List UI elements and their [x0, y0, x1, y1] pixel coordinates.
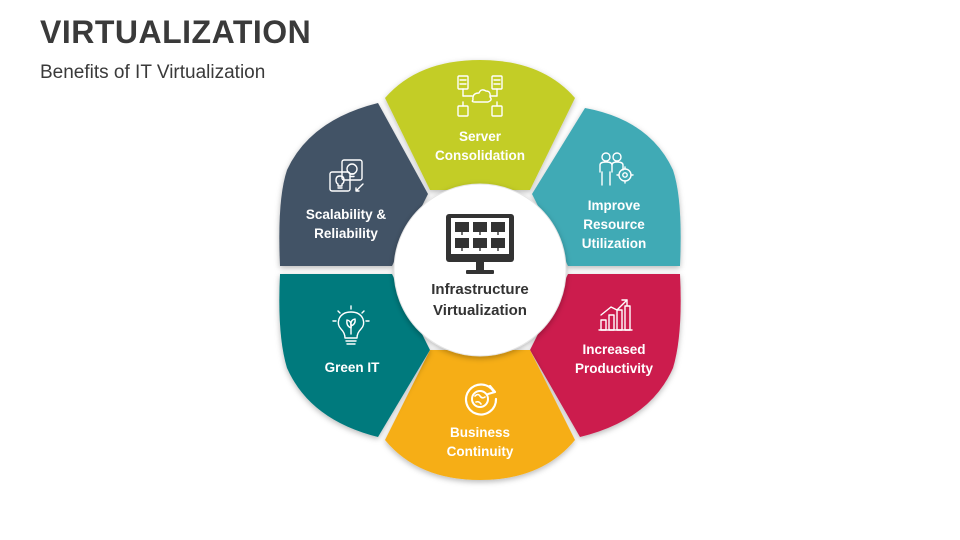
page-subtitle: Benefits of IT Virtualization — [40, 62, 266, 83]
segment-scalability-reliability — [279, 103, 428, 266]
monitor-grid-icon — [446, 214, 514, 274]
segment-label-improve-resource-utilization-line2: Resource — [583, 217, 645, 232]
segment-label-scalability-reliability-line1: Scalability & — [306, 207, 387, 222]
segment-increased-productivity — [530, 274, 681, 437]
segment-label-increased-productivity-line2: Productivity — [575, 361, 654, 376]
page-title: VIRTUALIZATION — [40, 14, 312, 50]
server-cloud-icon — [457, 75, 503, 117]
center-label-line1: Infrastructure — [431, 281, 529, 298]
globe-refresh-icon — [464, 383, 498, 416]
growth-chart-icon — [598, 299, 633, 331]
team-gear-icon — [599, 152, 634, 186]
segment-label-server-consolidation-line1: Server — [459, 129, 502, 144]
segment-label-scalability-reliability-line2: Reliability — [314, 226, 378, 241]
segment-label-green-it-line1: Green IT — [325, 360, 381, 375]
segment-green-it — [279, 274, 430, 437]
center-label-line2: Virtualization — [433, 302, 527, 319]
segment-label-business-continuity-line2: Continuity — [447, 444, 514, 459]
segment-server-consolidation — [385, 60, 575, 190]
segment-label-improve-resource-utilization-line1: Improve — [588, 198, 641, 213]
segment-label-business-continuity-line1: Business — [450, 425, 510, 440]
eco-bulb-icon — [332, 305, 370, 345]
segment-label-increased-productivity-line1: Increased — [582, 342, 645, 357]
bulb-gear-icon — [329, 159, 364, 192]
segment-label-server-consolidation-line2: Consolidation — [435, 148, 525, 163]
segment-improve-resource-utilization — [532, 108, 681, 266]
segment-label-improve-resource-utilization-line3: Utilization — [582, 236, 647, 251]
